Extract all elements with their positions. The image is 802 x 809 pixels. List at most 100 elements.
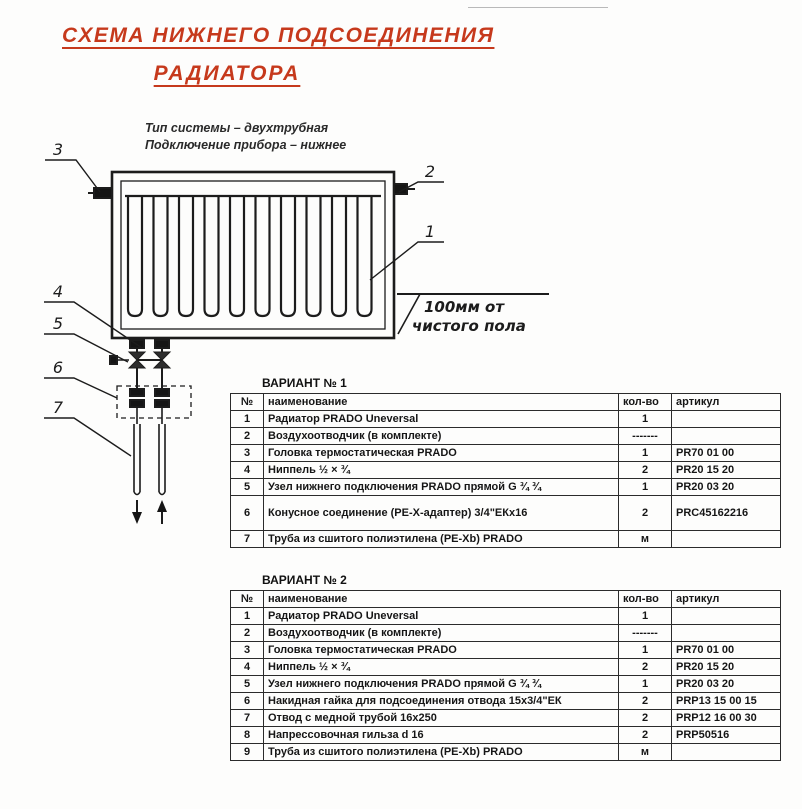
- conic-adapters-group: [116, 385, 192, 419]
- variant-1-title: ВАРИАНТ № 1: [262, 376, 347, 390]
- left-plug-fitting: [88, 187, 113, 199]
- air-vent-fitting: [393, 183, 415, 195]
- callout-5: 5: [53, 314, 63, 333]
- scan-artifact-line: [468, 7, 608, 8]
- table-cell: Ниппель ½ × ¾: [263, 658, 619, 676]
- table-cell: PRP12 16 00 30: [671, 709, 781, 727]
- table-cell: Отвод с медной трубой 16х250: [263, 709, 619, 727]
- table-cell: 2: [618, 658, 672, 676]
- system-type-text: Тип системы – двухтрубная: [145, 121, 329, 135]
- table-cell: PR20 15 20: [671, 658, 781, 676]
- table-cell: Труба из сшитого полиэтилена (PE-Xb) PRA…: [263, 743, 619, 761]
- floor-note-line2: чистого пола: [412, 317, 526, 335]
- table-cell: 4: [230, 461, 264, 479]
- table-cell: [671, 530, 781, 548]
- table-cell: 3: [230, 444, 264, 462]
- table-cell: 7: [230, 530, 264, 548]
- table-cell: 3: [230, 641, 264, 659]
- table-cell: 1: [618, 641, 672, 659]
- radiator-channels: [126, 196, 373, 318]
- variant-2-title: ВАРИАНТ № 2: [262, 573, 347, 587]
- table-cell: 2: [618, 726, 672, 744]
- table-cell: Узел нижнего подключения PRADO прямой G …: [263, 675, 619, 693]
- column-header: артикул: [671, 590, 781, 608]
- table-cell: 5: [230, 675, 264, 693]
- column-header: №: [230, 590, 264, 608]
- table-cell: Напрессовочная гильза d 16: [263, 726, 619, 744]
- floor-distance-mark: [397, 293, 549, 335]
- table-cell: 2: [230, 427, 264, 445]
- table-cell: PRP13 15 00 15: [671, 692, 781, 710]
- table-cell: 1: [618, 444, 672, 462]
- callout-1: 1: [425, 222, 435, 241]
- page-title-line2: РАДИАТОРА: [153, 62, 301, 85]
- table-cell: Воздухоотводчик (в комплекте): [263, 624, 619, 642]
- table-cell: 2: [618, 461, 672, 479]
- table-cell: PR20 15 20: [671, 461, 781, 479]
- callout-7: 7: [53, 398, 64, 417]
- page-title-line1: СХЕМА НИЖНЕГО ПОДСОЕДИНЕНИЯ: [62, 24, 495, 47]
- column-header: артикул: [671, 393, 781, 411]
- table-cell: 2: [230, 624, 264, 642]
- column-header: кол-во: [618, 590, 672, 608]
- table-cell: Труба из сшитого полиэтилена (PE-Xb) PRA…: [263, 530, 619, 548]
- table-cell: 6: [230, 495, 264, 531]
- callout-4: 4: [53, 282, 63, 301]
- table-cell: 1: [230, 607, 264, 625]
- flow-arrows: [132, 500, 167, 524]
- table-cell: 2: [618, 495, 672, 531]
- column-header: наименование: [263, 590, 619, 608]
- callout-leaders: [44, 159, 444, 457]
- table-cell: Головка термостатическая PRADO: [263, 641, 619, 659]
- table-cell: Конусное соединение (PE-X-адаптер) 3/4"Е…: [263, 495, 619, 531]
- table-cell: Узел нижнего подключения PRADO прямой G …: [263, 478, 619, 496]
- down-arrow-icon: [132, 512, 142, 524]
- table-cell: Радиатор PRADO Uneversal: [263, 607, 619, 625]
- callout-2: 2: [425, 162, 435, 181]
- table-cell: 4: [230, 658, 264, 676]
- table-cell: 7: [230, 709, 264, 727]
- table-cell: 1: [618, 478, 672, 496]
- table-cell: Радиатор PRADO Uneversal: [263, 410, 619, 428]
- table-cell: 8: [230, 726, 264, 744]
- table-cell: -------: [618, 427, 672, 445]
- table-cell: 1: [618, 675, 672, 693]
- table-cell: Ниппель ½ × ¾: [263, 461, 619, 479]
- table-cell: 1: [618, 410, 672, 428]
- table-cell: PR20 03 20: [671, 478, 781, 496]
- table-cell: [671, 624, 781, 642]
- table-cell: [671, 410, 781, 428]
- callout-3: 3: [53, 140, 63, 159]
- connection-type-text: Подключение прибора – нижнее: [145, 138, 347, 152]
- table-cell: [671, 743, 781, 761]
- floor-note-line1: 100мм от: [424, 298, 505, 316]
- table-cell: PRP50516: [671, 726, 781, 744]
- table-cell: 9: [230, 743, 264, 761]
- table-cell: -------: [618, 624, 672, 642]
- up-arrow-icon: [157, 500, 167, 512]
- table-cell: PRC45162216: [671, 495, 781, 531]
- table-cell: м: [618, 530, 672, 548]
- table-cell: 6: [230, 692, 264, 710]
- callout-6: 6: [53, 358, 63, 377]
- table-cell: PR20 03 20: [671, 675, 781, 693]
- table-cell: 2: [618, 692, 672, 710]
- table-cell: 1: [618, 607, 672, 625]
- table-cell: [671, 607, 781, 625]
